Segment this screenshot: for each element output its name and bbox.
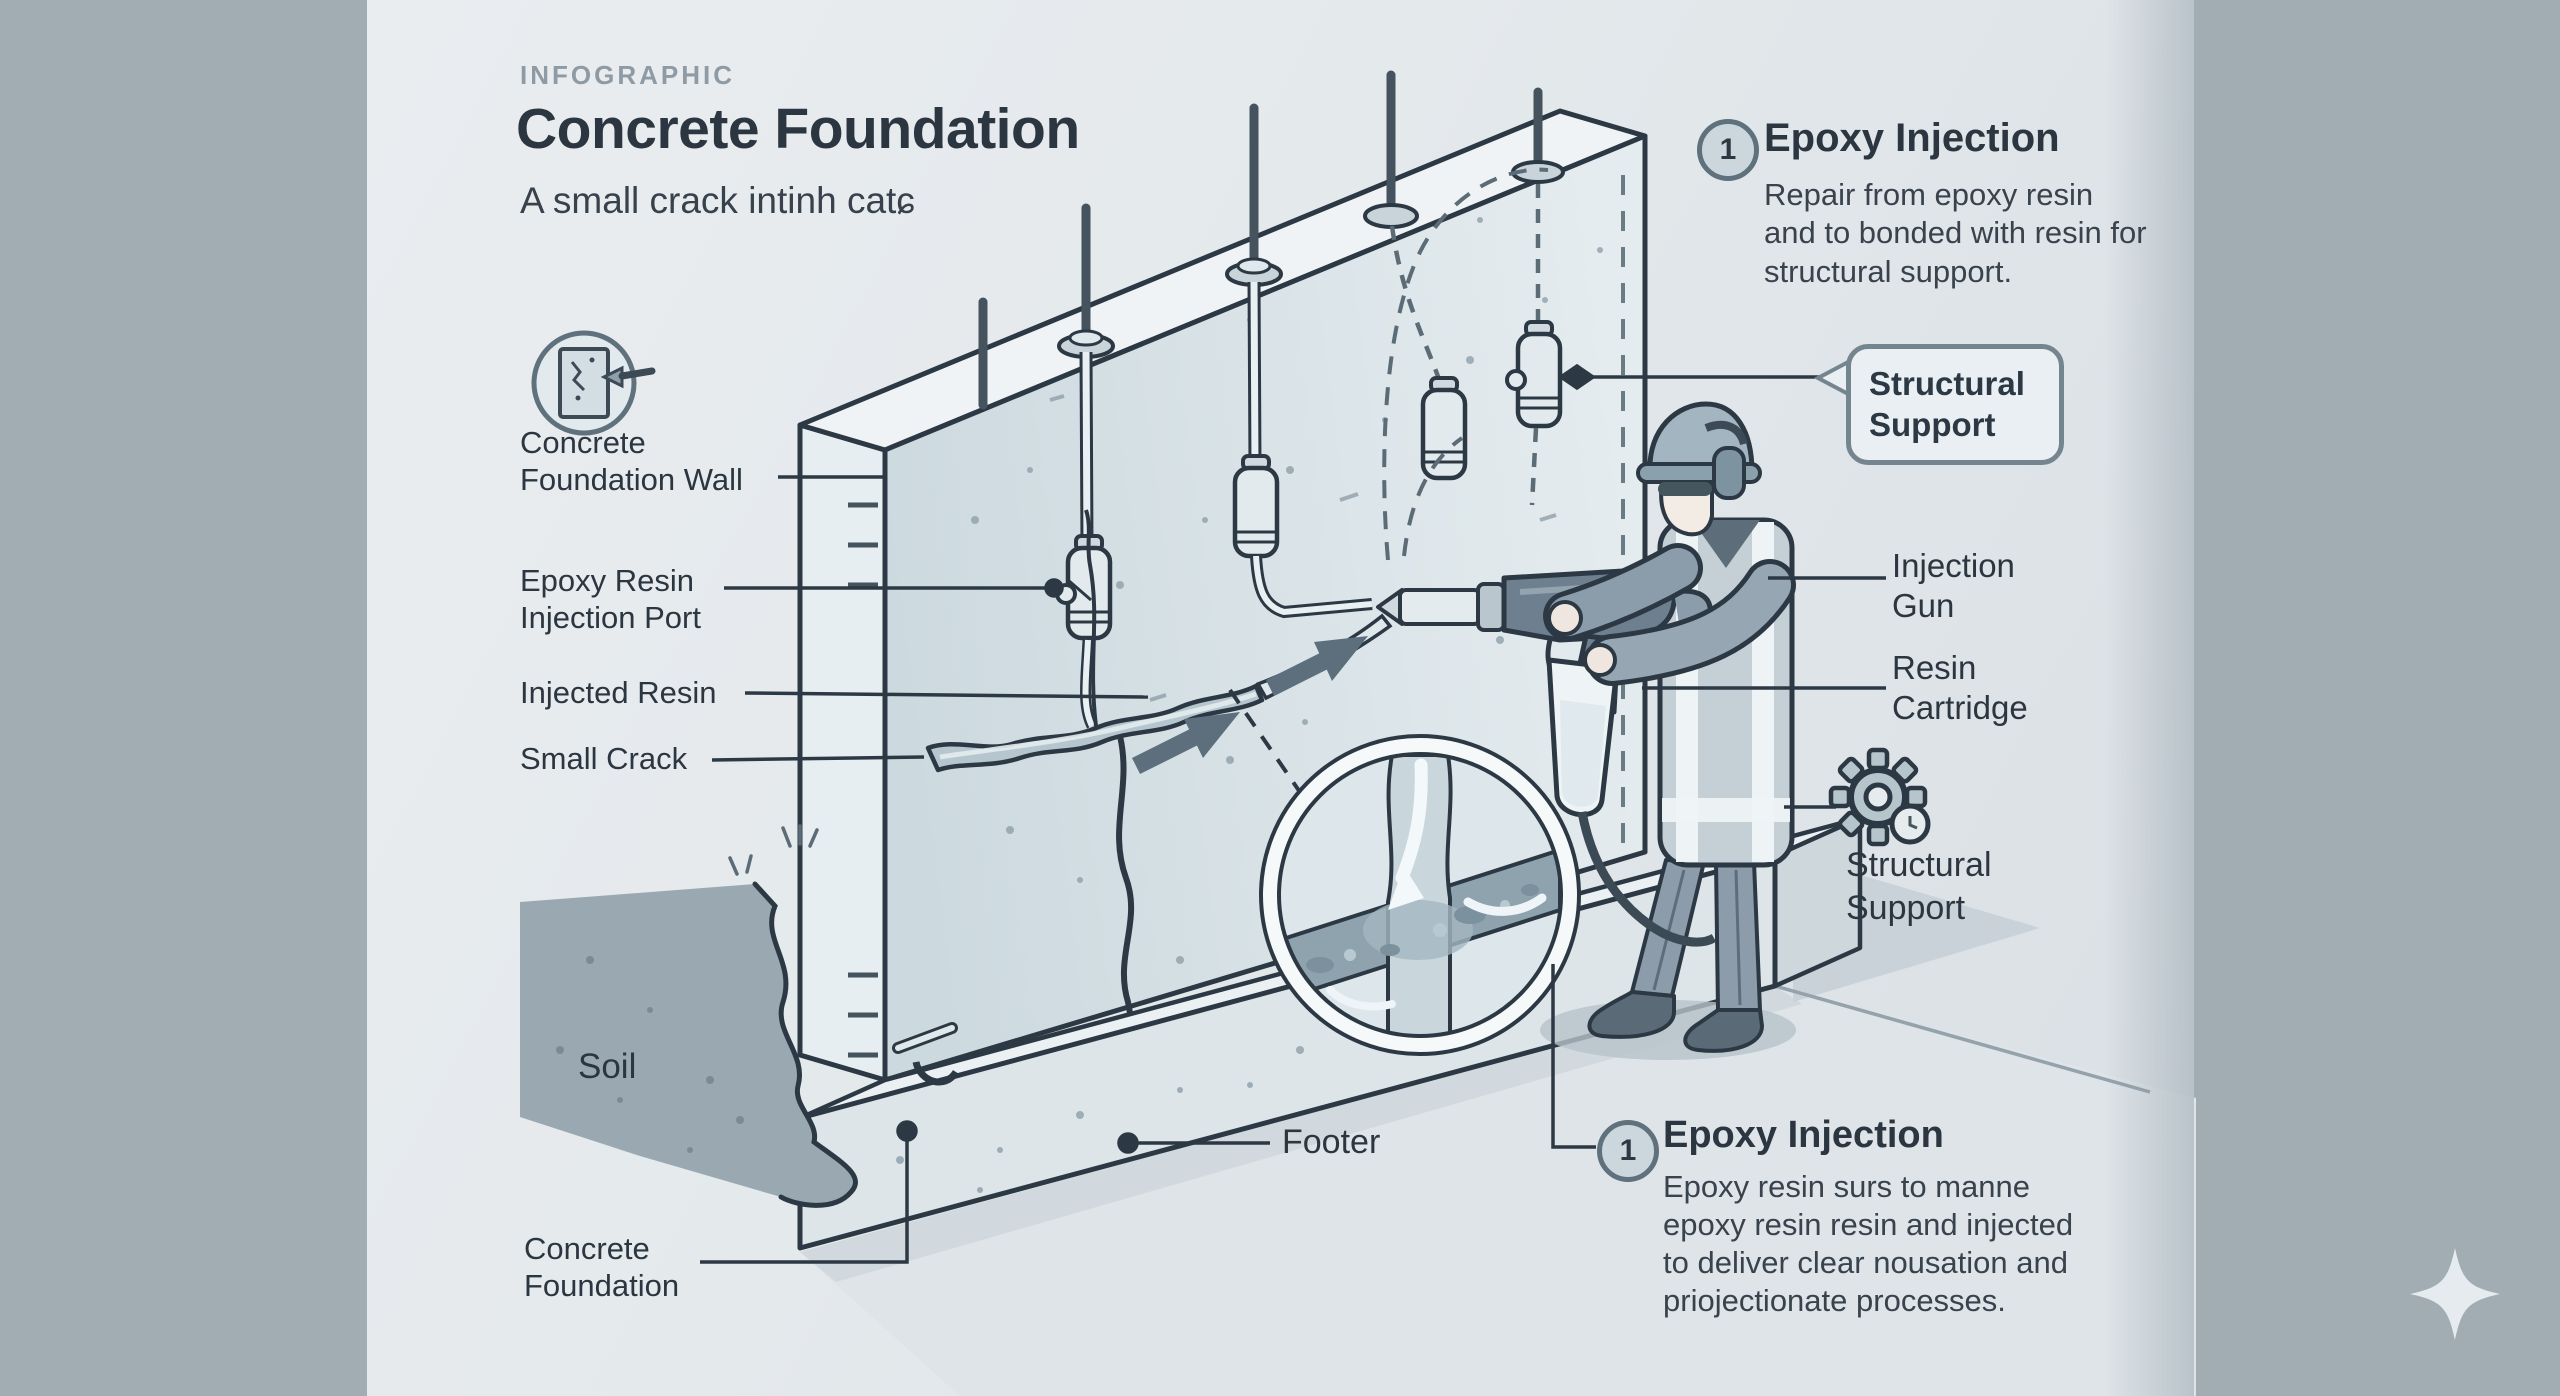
ear-muff (1712, 446, 1746, 500)
step-1-number-top: 1 (1697, 119, 1759, 181)
worker-boot (1683, 1008, 1764, 1053)
label-footer: Footer (1282, 1123, 1381, 1161)
page-title: Concrete Foundation (516, 97, 1080, 161)
dashed-guides (1228, 167, 1549, 800)
worker-boot (1587, 990, 1676, 1039)
leader-injected-resin (744, 691, 1149, 699)
injection-ports (978, 70, 1565, 729)
structural-support-badge: Structural Support (1846, 344, 2064, 465)
wall-crack-icon (531, 330, 656, 436)
resin-hose (1577, 811, 1717, 947)
resin-flow-arrow (1395, 758, 1428, 885)
label-resin-cartridge: Resin Cartridge (1892, 649, 2028, 726)
step-1-title-bottom: Epoxy Injection (1663, 1114, 1944, 1156)
port-column-b (1225, 103, 1373, 619)
page-subtitle: A small crack intinh catɕ (520, 180, 915, 221)
leader-lines (700, 358, 1886, 1264)
leader-small-crack (711, 755, 925, 762)
label-concrete-foundation-wall: Concrete Foundation Wall (520, 425, 743, 498)
card-edge-shading (2104, 0, 2194, 1396)
label-structural-support: Structural Support (1846, 846, 1992, 927)
sparkle-icon (2410, 1248, 2500, 1340)
label-soil: Soil (578, 1047, 637, 1086)
crack-branch-up (1084, 509, 1098, 727)
label-epoxy-resin-injection-port: Epoxy Resin Injection Port (520, 563, 701, 636)
footer-rebar-dowel (892, 1022, 959, 1086)
leader-foundation (700, 1136, 909, 1264)
worker-hand (1547, 600, 1583, 636)
step-1-body-bottom: Epoxy resin surs to manne epoxy resin re… (1663, 1169, 2074, 1319)
safety-glasses (1658, 482, 1712, 496)
label-injection-gun: Injection Gun (1892, 547, 2015, 624)
leader-step-connector (1551, 964, 1596, 1149)
soil-speckles (556, 956, 744, 1153)
gear-icon (1828, 747, 1931, 847)
port-column-c (1363, 70, 1468, 481)
eyebrow-label: INFOGRAPHIC (520, 60, 735, 90)
rebar-ticks (848, 502, 878, 1058)
badge-pointer (1813, 358, 1853, 398)
grass-ticks (728, 824, 819, 876)
resin-cartridge-item (1546, 657, 1717, 947)
step-1-title-top: Epoxy Injection (1764, 116, 2060, 160)
worker-figure (1540, 401, 1796, 1060)
label-small-crack: Small Crack (520, 741, 688, 776)
worker-arm (1591, 564, 1791, 681)
worker-hand (1583, 643, 1617, 677)
label-concrete-foundation: Concrete Foundation (524, 1231, 680, 1304)
step-1-body-top: Repair from epoxy resin and to bonded wi… (1764, 177, 2147, 289)
step-1-number-bottom: 1 (1597, 1120, 1659, 1182)
injection-gun (1376, 543, 1796, 947)
soil-mass (520, 824, 858, 1208)
label-injected-resin: Injected Resin (520, 675, 717, 710)
port-column-d (1505, 87, 1565, 506)
flow-arrows (1131, 636, 1368, 775)
magnifier-detail (1259, 734, 1581, 1056)
